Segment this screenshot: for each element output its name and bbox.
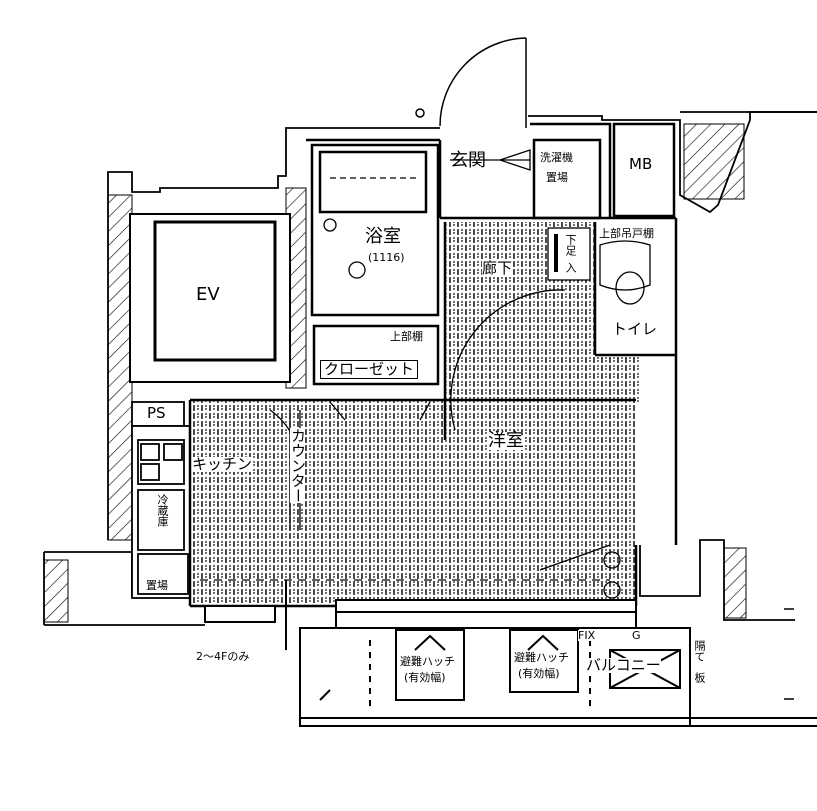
edge-marks — [784, 608, 794, 700]
ev-shaft — [129, 213, 291, 383]
toilet-label: トイレ — [612, 320, 658, 338]
closet-label: クローゼット — [320, 360, 419, 379]
g-label: G — [632, 629, 641, 642]
floors-note: 2～4Fのみ — [196, 650, 250, 663]
hatch-right-bottom: (有効幅) — [518, 667, 560, 680]
laundry-label-top: 洗濯機 — [540, 151, 573, 164]
laundry-label-bottom: 置場 — [546, 171, 568, 184]
storage-label-bottom: 入 — [564, 262, 577, 273]
fridge-label-bottom: 置場 — [146, 579, 168, 592]
storage-label-top: 下足 — [564, 234, 577, 256]
mb-label: MB — [629, 155, 653, 173]
entrance-door — [415, 37, 527, 128]
counter-label: カウンター — [289, 428, 307, 503]
partition-label-top: 隔て — [693, 640, 706, 662]
kitchen-block — [131, 401, 191, 599]
ps-label: PS — [147, 404, 166, 422]
floor-areas — [190, 222, 640, 606]
western-room-label: 洋室 — [488, 430, 524, 451]
fridge-label-top: 冷蔵庫 — [156, 494, 169, 527]
fix-label: FIX — [578, 629, 596, 642]
hatch-left-bottom: (有効幅) — [404, 671, 446, 684]
closet-shelf-label: 上部棚 — [390, 330, 423, 343]
toilet-shelf-label: 上部吊戸棚 — [599, 227, 654, 240]
partition-label-bottom: 板 — [693, 672, 706, 683]
entrance-label: 玄関 — [450, 150, 486, 171]
bath-label: 浴室 — [365, 226, 401, 247]
hallway-label: 廊下 — [482, 259, 513, 277]
ev-label: EV — [196, 284, 220, 305]
bath-size-label: (1116) — [368, 251, 405, 264]
hatch-right-top: 避難ハッチ — [514, 651, 569, 664]
window-frames — [204, 599, 637, 629]
kitchen-label: キッチン — [192, 455, 253, 473]
hatch-left-top: 避難ハッチ — [400, 655, 455, 668]
balcony-label: バルコニー — [586, 656, 661, 674]
